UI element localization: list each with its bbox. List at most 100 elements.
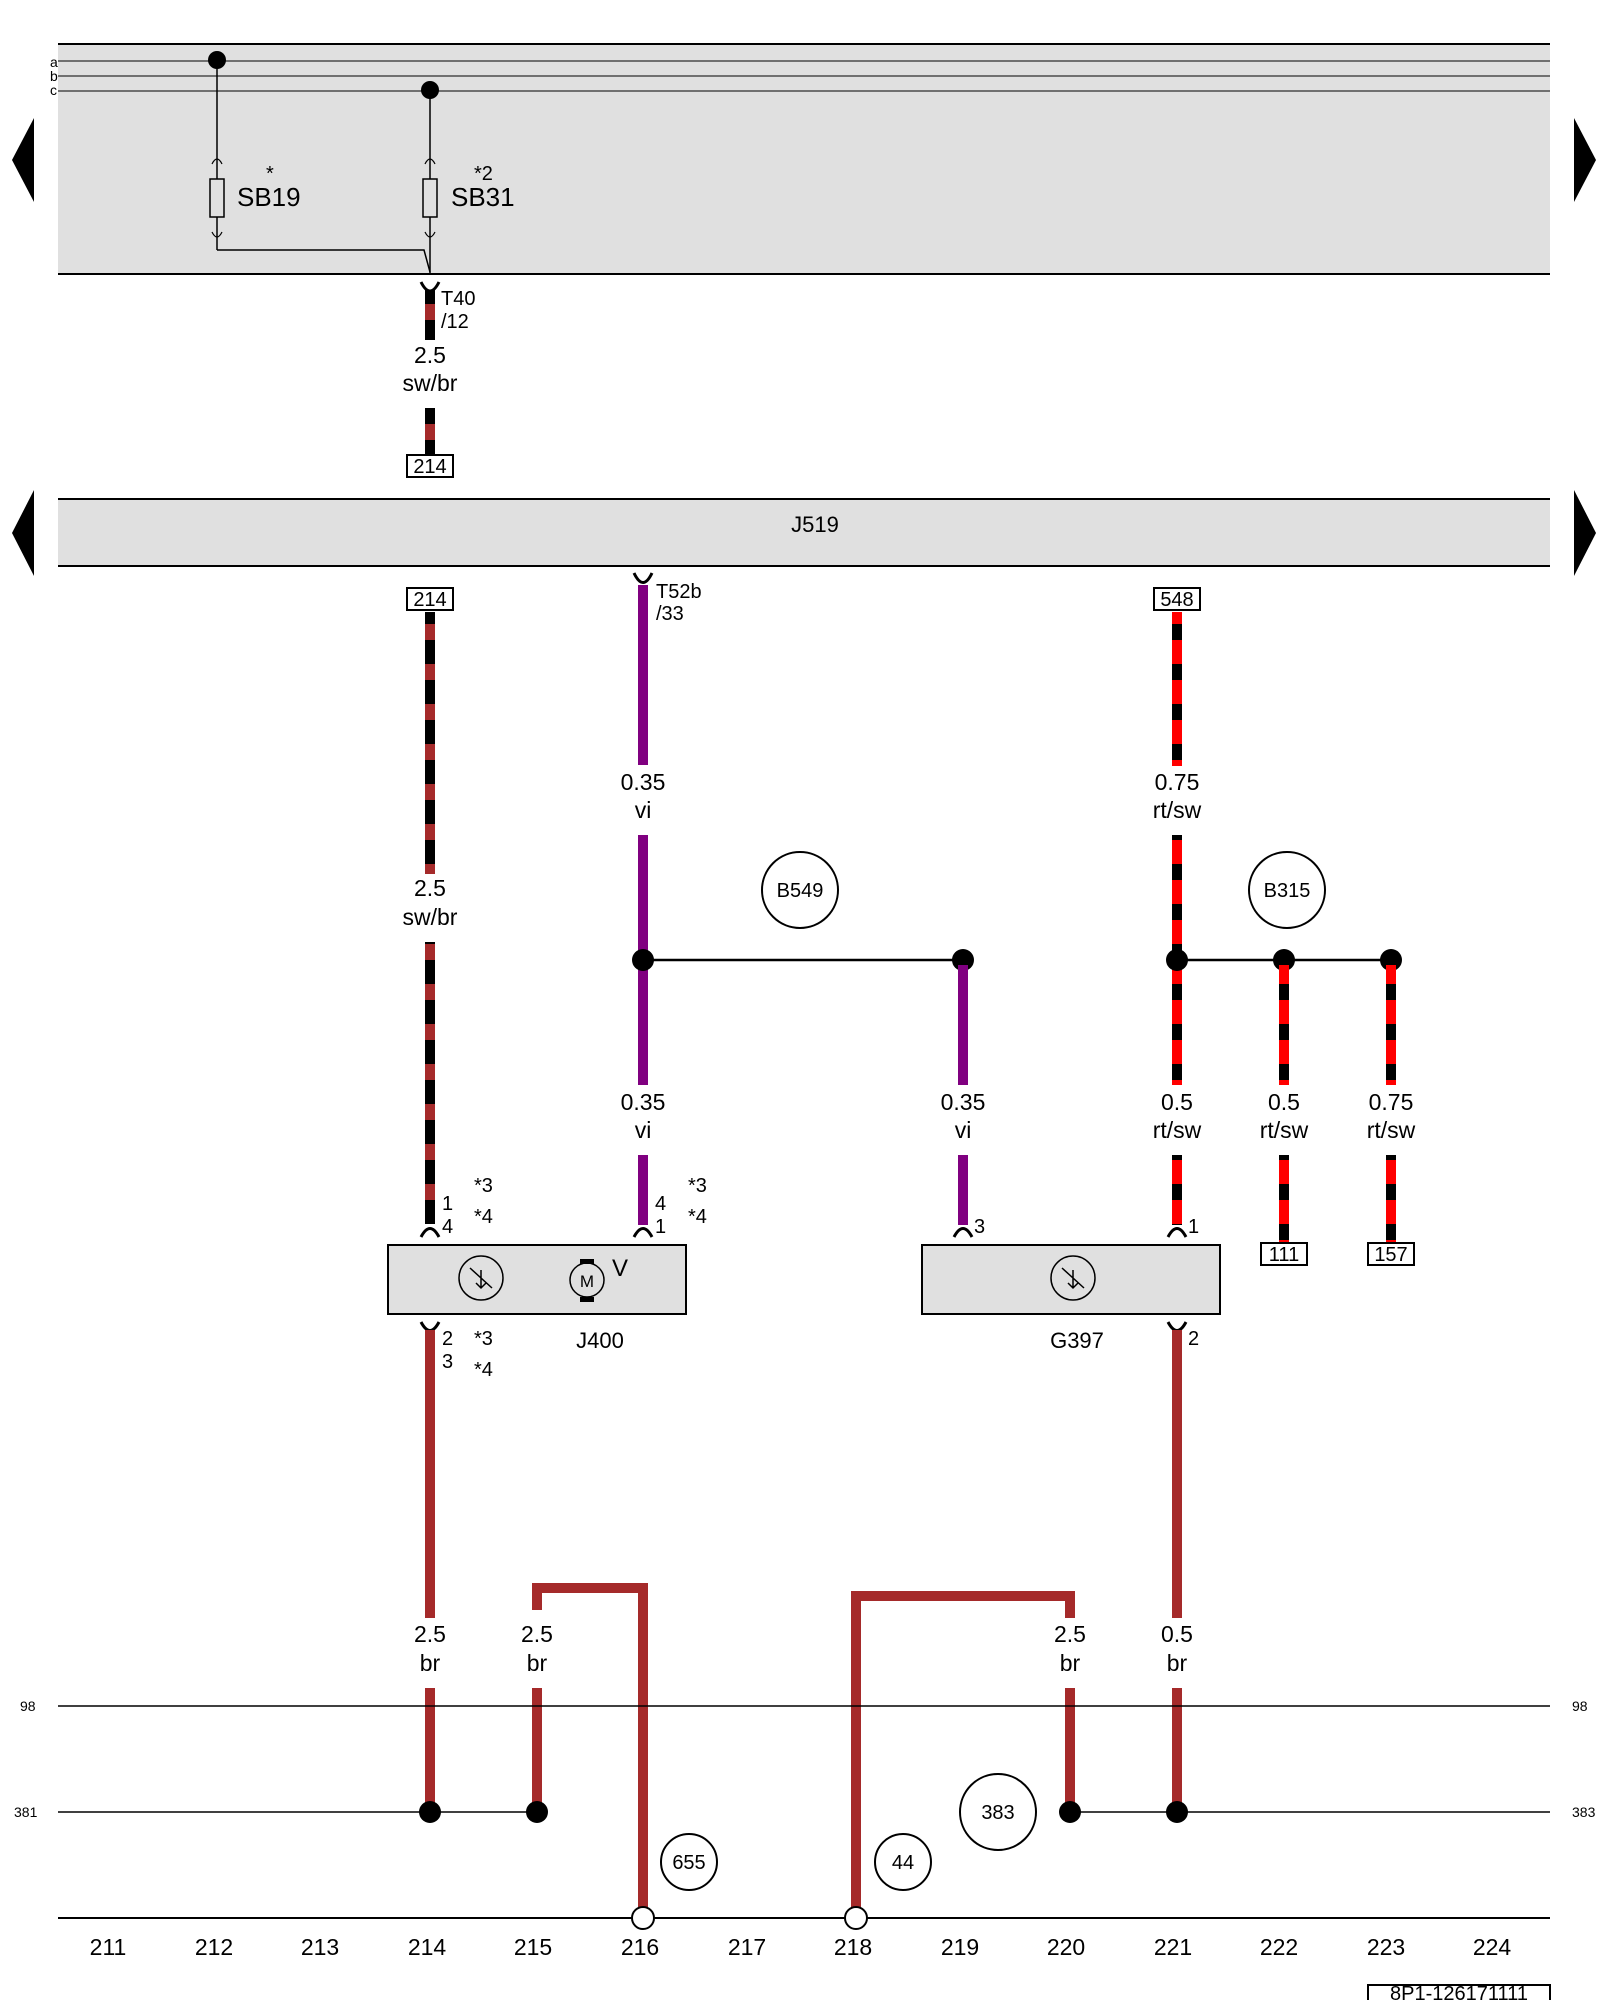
fuse-sb31-label: SB31 — [451, 182, 515, 212]
wire-ground-215-color: br — [527, 1650, 548, 1676]
ground-point-383-circle — [959, 1773, 1037, 1851]
splice-b549-node-right — [952, 949, 974, 971]
ground-point-383-label: 383 — [981, 1802, 1014, 1824]
column-number: 216 — [621, 1934, 659, 1960]
splice-b549-label: B549 — [777, 880, 824, 902]
wire-219-size: 0.35 — [941, 1089, 986, 1115]
wire-223-size: 0.75 — [1369, 1089, 1414, 1115]
bus-98-right-label: 98 — [1572, 1698, 1588, 1714]
ref-214-box — [406, 587, 454, 611]
column-number: 217 — [728, 1934, 766, 1960]
wire-br-221-lower — [1172, 1688, 1182, 1812]
wire-rt-sw-222-upper — [1279, 965, 1289, 1085]
wire-222-size: 0.5 — [1268, 1089, 1300, 1115]
splice-b549-node-left — [632, 949, 654, 971]
ref-214-top-text: 214 — [413, 456, 446, 478]
wire-rt-sw-222-lower — [1279, 1155, 1289, 1243]
wire-ground-214-color: br — [420, 1650, 441, 1676]
j400-pin-bottom-symbol — [419, 1321, 441, 1332]
column-number: 223 — [1367, 1934, 1405, 1960]
wire-sw-br-214-lower — [425, 942, 435, 1224]
splice-b315-label: B315 — [1264, 880, 1311, 902]
column-number: 212 — [195, 1934, 233, 1960]
j400-pin-tr-2: 1 — [655, 1216, 666, 1238]
g397-pin-bottom: 2 — [1188, 1328, 1199, 1350]
j400-note-bottom-1: *3 — [474, 1328, 493, 1350]
wire-vi-216-top — [638, 585, 648, 765]
ground-node-214 — [419, 1801, 441, 1823]
bus-381-left-label: 381 — [14, 1804, 38, 1820]
j400-pin-top-left-symbol — [419, 1227, 441, 1238]
ref-214-text: 214 — [413, 589, 446, 611]
motor-icon-cap-bottom — [580, 1297, 594, 1302]
connector-t52b-label: T52b — [656, 581, 702, 603]
wire-sw-br-top-lower — [425, 408, 435, 454]
component-j400-box — [387, 1244, 687, 1315]
wire-214-upper-color: sw/br — [403, 904, 458, 930]
wire-rt-sw-223-upper — [1386, 965, 1396, 1085]
bus-383-right-label: 383 — [1572, 1804, 1596, 1820]
wire-ground-214-size: 2.5 — [414, 1621, 446, 1647]
ground-point-655-label: 655 — [672, 1852, 705, 1874]
arrow-left-middle-icon — [12, 490, 34, 576]
j400-pin-tr-1: 4 — [655, 1193, 666, 1215]
fuse-panel: a b c SB19 * SB31 *2 — [50, 43, 1550, 275]
bus-label-b: b — [50, 68, 58, 84]
j400-pin-top-right-symbol — [632, 1227, 654, 1238]
ground-node-215 — [526, 1801, 548, 1823]
splice-b315-node-left — [1166, 949, 1188, 971]
ref-111-text: 111 — [1269, 1244, 1299, 1266]
splice-b549-circle — [761, 851, 839, 929]
arrow-right-top-icon — [1574, 118, 1596, 202]
connector-t40-pin: /12 — [441, 311, 469, 333]
wire-216-lower-size: 0.35 — [621, 1089, 666, 1115]
ground-point-655-circle — [660, 1833, 718, 1891]
wire-rt-sw-221-top — [1172, 612, 1182, 766]
j400-note-tr-1: *3 — [688, 1175, 707, 1197]
wire-vi-219-lower — [958, 1155, 968, 1225]
column-number: 219 — [941, 1934, 979, 1960]
ref-548-text: 548 — [1160, 589, 1193, 611]
wire-ground-221-size: 0.5 — [1161, 1621, 1193, 1647]
wire-br-220-lower — [1065, 1688, 1075, 1812]
component-j400-label: J400 — [576, 1328, 624, 1353]
wire-br-215-lower — [532, 1688, 542, 1812]
ref-548-box — [1153, 587, 1201, 611]
fuse-panel-box — [58, 44, 1550, 274]
motor-icon-cap-top — [580, 1259, 594, 1264]
column-number: 211 — [90, 1934, 127, 1960]
wire-221-lower-color: rt/sw — [1153, 1117, 1202, 1143]
wire-top-size: 2.5 — [414, 342, 446, 368]
j519-label: J519 — [791, 512, 839, 537]
g397-sensor-icon-arrow — [1061, 1267, 1085, 1290]
wire-br-221-upper — [1172, 1330, 1182, 1618]
wire-ground-215-size: 2.5 — [521, 1621, 553, 1647]
motor-label: V — [612, 1255, 628, 1282]
wire-ground-220-size: 2.5 — [1054, 1621, 1086, 1647]
wire-221-upper-size: 0.75 — [1155, 769, 1200, 795]
j400-pin-bottom-1: 2 — [442, 1328, 453, 1350]
column-number: 222 — [1260, 1934, 1298, 1960]
column-number: 215 — [514, 1934, 552, 1960]
column-number: 224 — [1473, 1934, 1512, 1960]
g397-pin-left-symbol — [952, 1227, 974, 1238]
ref-157-box — [1367, 1242, 1415, 1266]
g397-pin-left: 3 — [974, 1216, 985, 1238]
wire-222-color: rt/sw — [1260, 1117, 1309, 1143]
splice-b315-node-mid — [1273, 949, 1295, 971]
wire-rt-sw-223-lower — [1386, 1155, 1396, 1243]
g397-pin-right-symbol — [1166, 1227, 1188, 1238]
connector-t52b-symbol — [632, 572, 654, 584]
ground-point-44-circle — [874, 1833, 932, 1891]
fuse-sb19-label: SB19 — [237, 182, 301, 212]
j519-box — [58, 499, 1550, 566]
column-number: 214 — [408, 1934, 447, 1960]
wire-216-lower-color: vi — [635, 1117, 652, 1143]
fuse-sb19-note: * — [266, 163, 274, 185]
j400-note-tl-1: *3 — [474, 1175, 493, 1197]
wire-vi-216-bottom — [638, 1155, 648, 1225]
wire-ground-221-color: br — [1167, 1650, 1188, 1676]
document-id: 8P1-126171111 — [1390, 1983, 1528, 2000]
ref-157-text: 157 — [1374, 1244, 1407, 1266]
